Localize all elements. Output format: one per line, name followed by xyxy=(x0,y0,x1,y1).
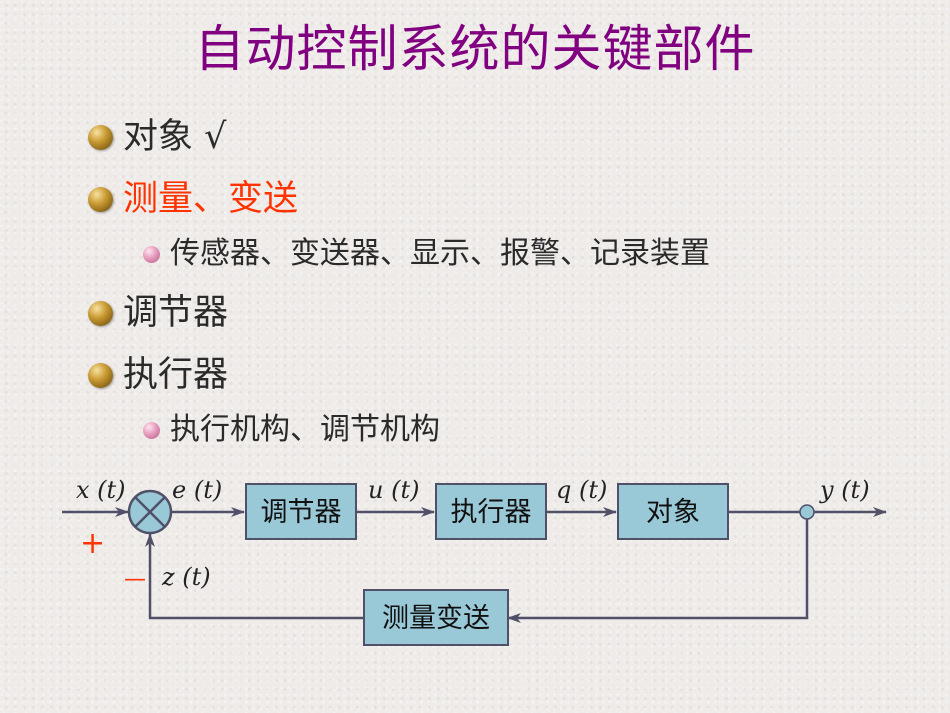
block-diagram: 调节器 执行器 对象 测量变送 x (t) e (t) u (t) q (t) … xyxy=(62,476,887,646)
block-controller: 调节器 xyxy=(245,483,357,540)
signal-q-label: q (t) xyxy=(556,476,607,504)
bullet-dot-icon xyxy=(143,421,160,439)
bullet-ball-icon xyxy=(88,362,113,388)
bullet-controller: 调节器 xyxy=(88,288,228,338)
bullet-ball-icon xyxy=(88,300,113,326)
sign-minus: — xyxy=(124,567,146,592)
bullet-measure-transmit: 测量、变送 xyxy=(88,174,298,224)
bullet-ball-icon xyxy=(88,124,113,150)
bullet-actuator: 执行器 xyxy=(88,350,228,400)
bullet-text: 测量、变送 xyxy=(123,179,299,219)
signal-z-label: z (t) xyxy=(161,563,211,591)
sub-bullet-mechanisms: 执行机构、调节机构 xyxy=(140,408,440,452)
block-object-label: 对象 xyxy=(646,497,700,528)
block-controller-label: 调节器 xyxy=(261,497,342,528)
bullet-ball-icon xyxy=(88,186,113,212)
block-measure-transmit: 测量变送 xyxy=(363,589,509,646)
bullet-text: 对象 √ xyxy=(123,117,227,157)
line-feedback-out xyxy=(145,533,364,620)
signal-x-label: x (t) xyxy=(76,476,126,504)
signal-e-label: e (t) xyxy=(172,476,222,504)
summing-junction xyxy=(127,489,173,535)
sub-bullet-text: 执行机构、调节机构 xyxy=(170,412,440,447)
bullet-text: 调节器 xyxy=(123,293,229,333)
block-actuator-label: 执行器 xyxy=(451,497,532,528)
sub-bullet-sensors: 传感器、变送器、显示、报警、记录装置 xyxy=(140,232,710,276)
signal-y-label: y (t) xyxy=(819,476,870,504)
signal-u-label: u (t) xyxy=(368,476,419,504)
page-title: 自动控制系统的关键部件 xyxy=(194,20,756,78)
pickoff-point xyxy=(799,504,815,520)
sign-plus: + xyxy=(80,526,105,561)
block-actuator: 执行器 xyxy=(435,483,547,540)
block-measure-transmit-label: 测量变送 xyxy=(382,603,490,634)
bullet-text: 执行器 xyxy=(123,355,229,395)
bullet-dot-icon xyxy=(143,245,160,263)
line-feedback-in xyxy=(507,512,809,623)
block-object: 对象 xyxy=(617,483,729,540)
bullet-object: 对象 √ xyxy=(88,112,226,162)
sub-bullet-text: 传感器、变送器、显示、报警、记录装置 xyxy=(170,236,710,271)
